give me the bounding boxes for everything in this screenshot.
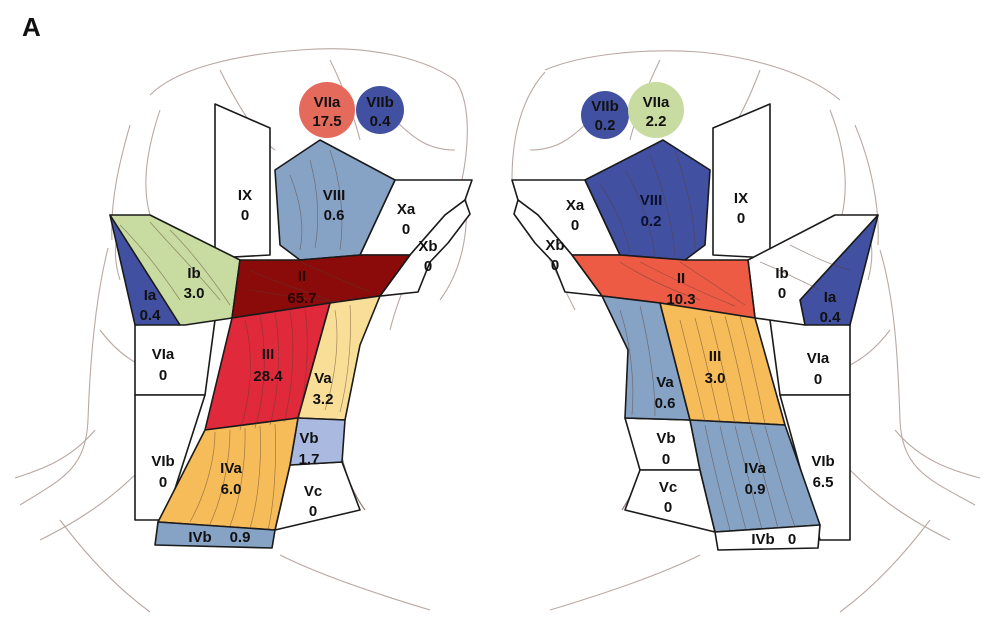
left-value-IVa: 6.0 <box>221 481 242 498</box>
left-value-Xa: 0 <box>402 221 410 238</box>
left-neck-illustration <box>14 48 473 613</box>
right-value-IVb: 0 <box>788 531 796 548</box>
left-label-Vc: Vc <box>304 483 322 500</box>
right-label-Vb: Vb <box>656 430 675 447</box>
right-value-VIII: 0.2 <box>641 213 662 230</box>
right-value-II: 10.3 <box>666 291 695 308</box>
right-label-Va: Va <box>656 374 674 391</box>
left-value-VIb: 0 <box>159 474 167 491</box>
right-label-IVb: IVb <box>751 531 774 548</box>
right-label-IVa: IVa <box>744 460 766 477</box>
left-label-VIIb: VIIb <box>366 94 394 111</box>
left-label-Xb: Xb <box>418 238 437 255</box>
right-value-Xb: 0 <box>551 257 559 274</box>
right-label-VIb: VIb <box>811 453 834 470</box>
right-label-III: III <box>709 348 722 365</box>
right-label-Xb: Xb <box>545 237 564 254</box>
right-label-Ia: Ia <box>824 289 837 306</box>
left-value-VIII: 0.6 <box>324 207 345 224</box>
right-level-Va-area <box>601 295 691 421</box>
right-value-Ia: 0.4 <box>820 309 842 326</box>
right-label-VIIb: VIIb <box>591 98 619 115</box>
right-value-IX: 0 <box>737 210 745 227</box>
left-value-Ib: 3.0 <box>184 285 205 302</box>
left-value-Va: 3.2 <box>313 391 334 408</box>
left-label-Vb: Vb <box>299 430 318 447</box>
left-label-III: III <box>262 346 275 363</box>
left-label-Va: Va <box>314 370 332 387</box>
left-level-Xb-area <box>379 199 471 297</box>
left-label-VIII: VIII <box>323 187 346 204</box>
right-label-VIIa: VIIa <box>643 94 670 111</box>
left-label-II: II <box>298 268 306 285</box>
right-value-III: 3.0 <box>705 370 726 387</box>
left-value-IX: 0 <box>241 207 249 224</box>
left-level-IVa-area <box>157 417 299 531</box>
left-value-VIIa: 17.5 <box>312 113 341 130</box>
right-label-Ib: Ib <box>775 265 788 282</box>
left-label-VIIa: VIIa <box>314 94 341 111</box>
panel-label: A <box>22 12 41 42</box>
left-label-IVb: IVb <box>188 529 211 546</box>
left-label-Ia: Ia <box>144 287 157 304</box>
left-label-VIb: VIb <box>151 453 174 470</box>
left-value-VIIb: 0.4 <box>370 113 392 130</box>
right-neck-illustration <box>511 50 981 613</box>
right-level-VIIb-circle <box>581 91 629 139</box>
right-value-VIIa: 2.2 <box>646 113 667 130</box>
right-value-VIIb: 0.2 <box>595 117 616 134</box>
left-label-VIa: VIa <box>152 346 175 363</box>
left-value-II: 65.7 <box>287 290 316 307</box>
right-level-VIIa-circle <box>628 82 684 138</box>
left-level-VIIb-circle <box>356 86 404 134</box>
left-value-Vc: 0 <box>309 503 317 520</box>
right-level-IVb-area <box>714 524 821 551</box>
right-level-IX-area <box>712 103 771 259</box>
left-level-IX-area <box>214 103 271 259</box>
right-value-IVa: 0.9 <box>745 481 766 498</box>
left-value-VIa: 0 <box>159 367 167 384</box>
right-level-Xb-area <box>513 199 603 297</box>
left-value-Vb: 1.7 <box>299 451 320 468</box>
left-value-III: 28.4 <box>253 368 283 385</box>
left-level-VIIa-circle <box>299 82 355 138</box>
right-value-VIa: 0 <box>814 371 822 388</box>
left-value-Ia: 0.4 <box>140 307 162 324</box>
left-value-IVb: 0.9 <box>230 529 251 546</box>
right-value-Ib: 0 <box>778 285 786 302</box>
right-label-II: II <box>677 270 685 287</box>
left-label-IVa: IVa <box>220 460 242 477</box>
left-label-Xa: Xa <box>397 201 416 218</box>
right-value-VIb: 6.5 <box>813 474 834 491</box>
right-value-Vb: 0 <box>662 451 670 468</box>
right-label-Vc: Vc <box>659 479 677 496</box>
left-level-IVb-area <box>154 521 276 549</box>
left-value-Xb: 0 <box>424 258 432 275</box>
right-label-IX: IX <box>734 190 748 207</box>
left-label-IX: IX <box>238 187 252 204</box>
left-label-Ib: Ib <box>187 265 200 282</box>
right-label-VIII: VIII <box>640 192 663 209</box>
right-value-Vc: 0 <box>664 499 672 516</box>
left-level-VIa-area <box>134 319 216 396</box>
right-label-VIa: VIa <box>807 350 830 367</box>
right-label-Xa: Xa <box>566 197 585 214</box>
right-value-Xa: 0 <box>571 217 579 234</box>
right-value-Va: 0.6 <box>655 395 676 412</box>
